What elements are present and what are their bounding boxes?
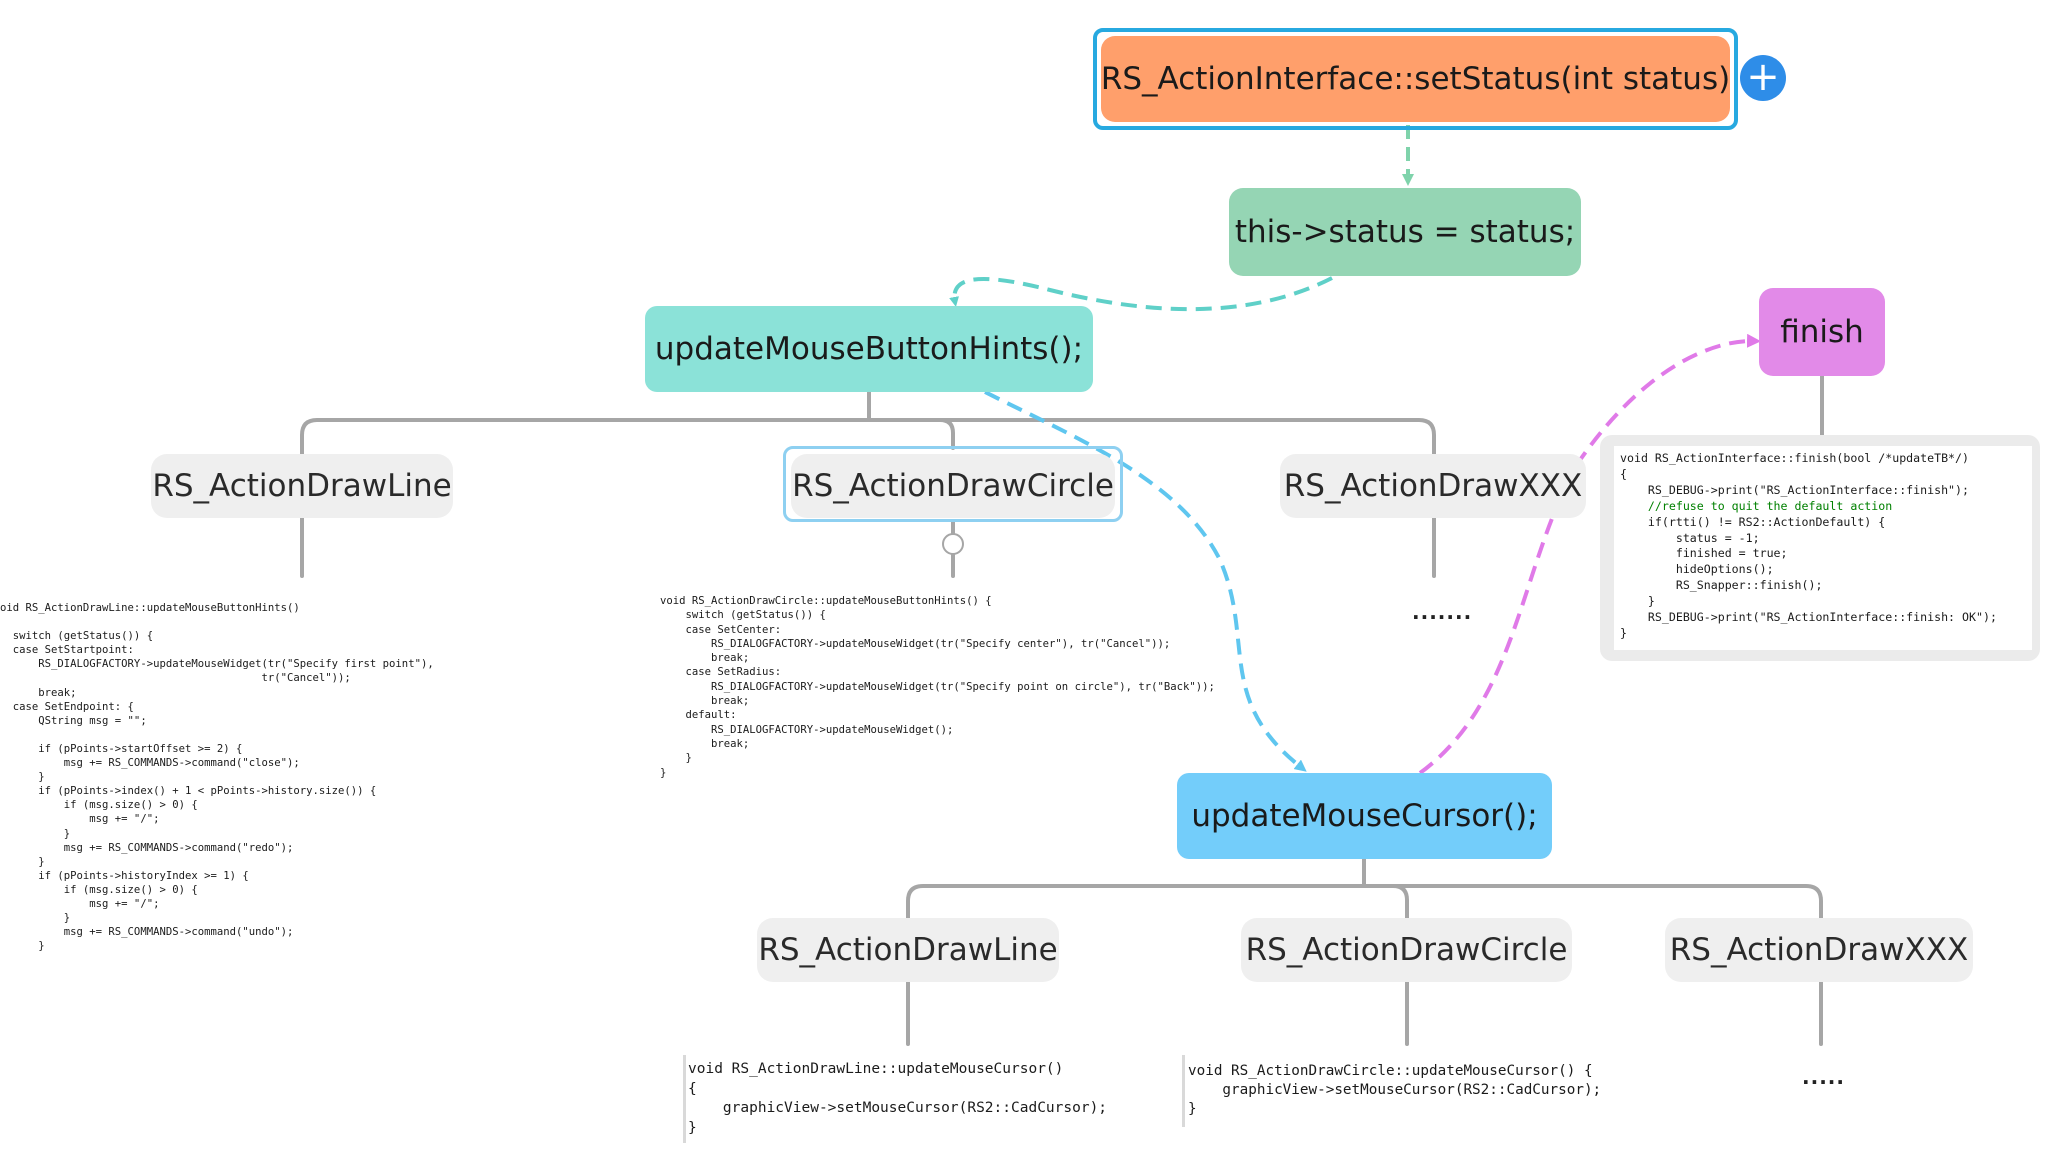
code-line: void RS_ActionInterface::finish(bool /*u… — [1620, 451, 1970, 465]
code-line: msg += RS_COMMANDS->command("undo"); — [0, 926, 294, 939]
code-line: msg += "/"; — [0, 813, 160, 826]
code-line: } — [660, 752, 692, 765]
code-line: if (pPoints->index() + 1 < pPoints->hist… — [0, 785, 377, 798]
code-line: } — [1188, 1101, 1197, 1117]
code-line: } — [0, 771, 45, 784]
code-line: { — [688, 1080, 697, 1097]
status-node[interactable]: this->status = status; — [1229, 188, 1581, 276]
hints-node[interactable]: updateMouseButtonHints(); — [645, 306, 1093, 392]
code-line: break; — [0, 686, 77, 699]
code-line: oid RS_ActionDrawLine::updateMouseButton… — [0, 602, 300, 614]
finish-code-background — [1614, 446, 2032, 650]
add-node-icon[interactable]: + — [1740, 55, 1786, 101]
code-line: RS_DIALOGFACTORY->updateMouseWidget(tr("… — [0, 658, 434, 671]
code-line: void RS_ActionDrawCircle::updateMouseCur… — [1188, 1063, 1593, 1079]
code-line: case SetStartpoint: — [0, 644, 134, 657]
code-line: void RS_ActionDrawLine::updateMouseCurso… — [688, 1061, 1064, 1077]
cursor-bus — [906, 884, 1823, 920]
arrow-status-hints — [949, 276, 1333, 312]
code-line: } — [660, 766, 667, 779]
code-cursor-drawline: void RS_ActionDrawLine::updateMouseCurso… — [688, 1060, 1107, 1138]
code-line: graphicView->setMouseCursor(RS2::CadCurs… — [1188, 1082, 1602, 1098]
hints-child-drawcircle[interactable]: RS_ActionDrawCircle — [791, 454, 1115, 518]
tree-connectors — [300, 374, 1824, 1046]
code-line: default: — [660, 709, 737, 722]
cursor-bus-circle — [1391, 884, 1409, 920]
code-line: RS_DIALOGFACTORY->updateMouseWidget(); — [660, 723, 954, 736]
hints-child-drawxxx[interactable]: RS_ActionDrawXXX — [1280, 454, 1586, 518]
code-hints-drawline: oid RS_ActionDrawLine::updateMouseButton… — [0, 601, 434, 953]
code-line: status = -1; — [1620, 530, 1760, 545]
code-line: RS_DIALOGFACTORY->updateMouseWidget(tr("… — [660, 680, 1215, 693]
collapse-handle — [942, 533, 964, 555]
hints-bus-circle — [938, 418, 955, 450]
code-line: RS_DEBUG->print("RS_ActionInterface::fin… — [1620, 610, 1997, 625]
code-line: QString msg = ""; — [0, 714, 147, 727]
cursor-child-drawcircle[interactable]: RS_ActionDrawCircle — [1241, 918, 1572, 982]
root-node[interactable]: RS_ActionInterface::setStatus(int status… — [1101, 36, 1730, 122]
code-line: msg += RS_COMMANDS->command("close"); — [0, 757, 300, 770]
code-line: case SetEndpoint: { — [0, 700, 134, 713]
cursor-child-drawline[interactable]: RS_ActionDrawLine — [757, 918, 1059, 982]
hints-child-selection-frame — [783, 446, 1123, 522]
code-line: } — [0, 855, 45, 868]
code-line: if (pPoints->historyIndex >= 1) { — [0, 869, 249, 882]
code-line: //refuse to quit the default action — [1620, 498, 1893, 513]
cursor-node[interactable]: updateMouseCursor(); — [1177, 773, 1552, 859]
code-line: } — [1620, 625, 1627, 640]
code-line: case SetRadius: — [660, 666, 782, 679]
code-cursor-drawcircle: void RS_ActionDrawCircle::updateMouseCur… — [1188, 1062, 1601, 1119]
cursor-child-drawxxx[interactable]: RS_ActionDrawXXX — [1665, 918, 1973, 982]
hints-ellipsis: ....... — [1412, 600, 1473, 624]
code-line: graphicView->setMouseCursor(RS2::CadCurs… — [688, 1100, 1108, 1116]
code-line: msg += RS_COMMANDS->command("redo"); — [0, 841, 294, 854]
hints-child-drawline[interactable]: RS_ActionDrawLine — [151, 454, 453, 518]
code-line: { — [1620, 466, 1627, 481]
code-line: if(rtti() != RS2::ActionDefault) { — [1620, 514, 1886, 529]
finish-node[interactable]: finish — [1759, 288, 1885, 376]
code-line: break; — [660, 695, 750, 708]
code-line: RS_DEBUG->print("RS_ActionInterface::fin… — [1620, 482, 1970, 497]
code-line: break; — [660, 737, 750, 750]
code-line: hideOptions(); — [1620, 562, 1774, 577]
code-line: } — [0, 940, 45, 953]
code-line: } — [688, 1119, 697, 1136]
code-line: finished = true; — [1620, 546, 1788, 561]
code-line: if (pPoints->startOffset >= 2) { — [0, 742, 243, 755]
code-line: if (msg.size() > 0) { — [0, 883, 198, 896]
code-line: RS_Snapper::finish(); — [1620, 578, 1823, 593]
code-line: break; — [660, 652, 750, 665]
code-hints-drawcircle: void RS_ActionDrawCircle::updateMouseBut… — [660, 594, 1215, 780]
code-line: tr("Cancel")); — [0, 672, 351, 685]
code-line: case SetCenter: — [660, 623, 782, 636]
root-selection-frame — [1093, 28, 1738, 130]
code-line: RS_DIALOGFACTORY->updateMouseWidget(tr("… — [660, 637, 1171, 650]
code-finish: void RS_ActionInterface::finish(bool /*u… — [1620, 451, 1997, 642]
code-line: msg += "/"; — [0, 897, 160, 910]
code-line: void RS_ActionDrawCircle::updateMouseBut… — [660, 595, 992, 607]
code-line: } — [0, 827, 71, 840]
code-line: switch (getStatus()) { — [0, 630, 154, 643]
code-line: } — [0, 912, 71, 925]
code-line: } — [1620, 594, 1655, 609]
code-line: switch (getStatus()) { — [660, 609, 826, 622]
hints-bus — [300, 418, 1436, 456]
cursor-ellipsis: ..... — [1802, 1065, 1845, 1089]
code-gutter — [1182, 1055, 1185, 1127]
code-line: if (msg.size() > 0) { — [0, 799, 198, 812]
code-gutter — [683, 1055, 686, 1143]
